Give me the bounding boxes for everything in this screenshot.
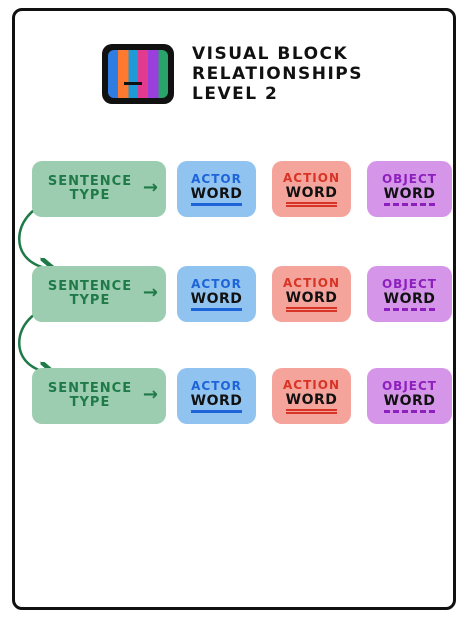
action-word: WORD (285, 392, 338, 414)
tv-color-bars-icon (102, 44, 174, 104)
sentence-type-label: SENTENCE TYPE (47, 279, 133, 308)
actor-word-block-3: ACTOR WORD (177, 368, 256, 424)
object-label: OBJECT (381, 172, 437, 186)
action-label: ACTION (283, 378, 340, 392)
arrow-right-icon: → (142, 384, 158, 405)
action-label: ACTION (283, 276, 340, 290)
action-word: WORD (285, 185, 338, 207)
title-line-1: VISUAL BLOCK (192, 44, 349, 64)
object-label: OBJECT (381, 379, 437, 393)
action-label: ACTION (283, 171, 340, 185)
arrow-right-icon: → (142, 282, 158, 303)
actor-label: ACTOR (191, 379, 242, 393)
actor-word: WORD (190, 186, 243, 206)
title-line-3: LEVEL 2 (192, 84, 279, 104)
action-word: WORD (285, 290, 338, 312)
action-word-block-1: ACTION WORD (272, 161, 351, 217)
action-word-block-3: ACTION WORD (272, 368, 351, 424)
object-word: WORD (383, 393, 436, 413)
sentence-type-label: SENTENCE TYPE (47, 174, 133, 203)
action-word-block-2: ACTION WORD (272, 266, 351, 322)
logo-screen (108, 50, 168, 98)
sentence-type-block-2: SENTENCE TYPE → (32, 266, 166, 322)
actor-label: ACTOR (191, 172, 242, 186)
actor-word: WORD (190, 393, 243, 413)
sentence-type-label: SENTENCE TYPE (47, 381, 133, 410)
arrow-right-icon: → (142, 177, 158, 198)
object-word-block-1: OBJECT WORD (367, 161, 452, 217)
page-title: VISUAL BLOCK RELATIONSHIPS LEVEL 2 (192, 44, 363, 104)
object-word: WORD (383, 186, 436, 206)
title-line-2: RELATIONSHIPS (192, 64, 363, 84)
object-word-block-3: OBJECT WORD (367, 368, 452, 424)
sentence-type-block-3: SENTENCE TYPE → (32, 368, 166, 424)
object-word: WORD (383, 291, 436, 311)
actor-word-block-1: ACTOR WORD (177, 161, 256, 217)
object-label: OBJECT (381, 277, 437, 291)
actor-label: ACTOR (191, 277, 242, 291)
logo-bar (124, 82, 142, 85)
actor-word-block-2: ACTOR WORD (177, 266, 256, 322)
object-word-block-2: OBJECT WORD (367, 266, 452, 322)
actor-word: WORD (190, 291, 243, 311)
sentence-type-block-1: SENTENCE TYPE → (32, 161, 166, 217)
